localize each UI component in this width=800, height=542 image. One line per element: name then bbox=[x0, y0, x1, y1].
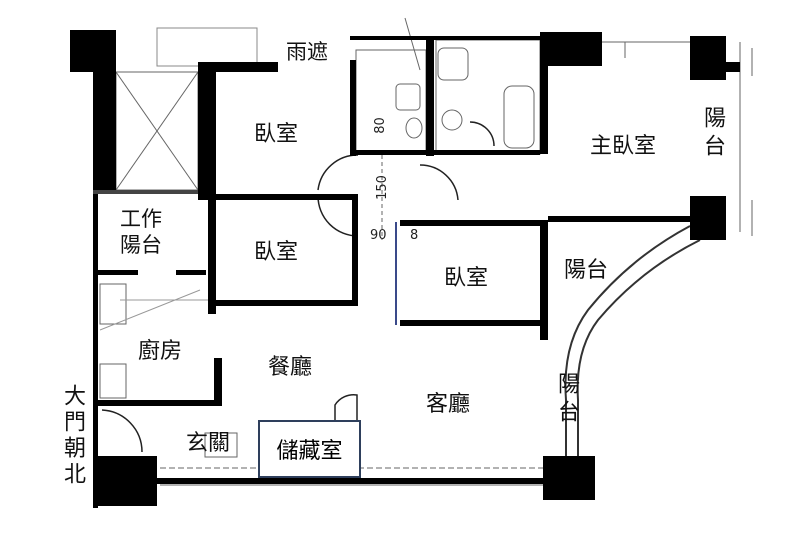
room-bedroom-top: 臥室 bbox=[254, 122, 299, 147]
curved-balcony bbox=[564, 225, 701, 458]
dimension-80: 80 bbox=[372, 117, 388, 134]
room-master-bedroom: 主臥室 bbox=[590, 134, 657, 159]
room-bedroom-mid: 臥室 bbox=[254, 240, 299, 265]
walls[interactable] bbox=[70, 30, 740, 508]
dimension-8: 8 bbox=[410, 228, 419, 243]
room-balcony-right: 陽台 bbox=[564, 258, 609, 283]
room-living: 客廳 bbox=[426, 392, 471, 417]
room-bedroom-right: 臥室 bbox=[444, 266, 489, 291]
room-entrance: 玄關 bbox=[186, 431, 231, 456]
room-kitchen: 廚房 bbox=[138, 339, 183, 364]
room-work-balcony: 工作 陽台 bbox=[120, 207, 162, 257]
room-balcony-curve: 陽台 bbox=[554, 372, 579, 428]
dimension-150: 150 bbox=[374, 175, 390, 200]
room-storage: 儲藏室 bbox=[258, 420, 361, 478]
room-canopy: 雨遮 bbox=[286, 40, 328, 64]
room-dining: 餐廳 bbox=[268, 355, 313, 380]
room-balcony-east: 陽台 bbox=[700, 106, 725, 162]
main-door-note: 大門朝北 bbox=[60, 384, 85, 488]
dimension-90: 90 bbox=[370, 228, 387, 243]
